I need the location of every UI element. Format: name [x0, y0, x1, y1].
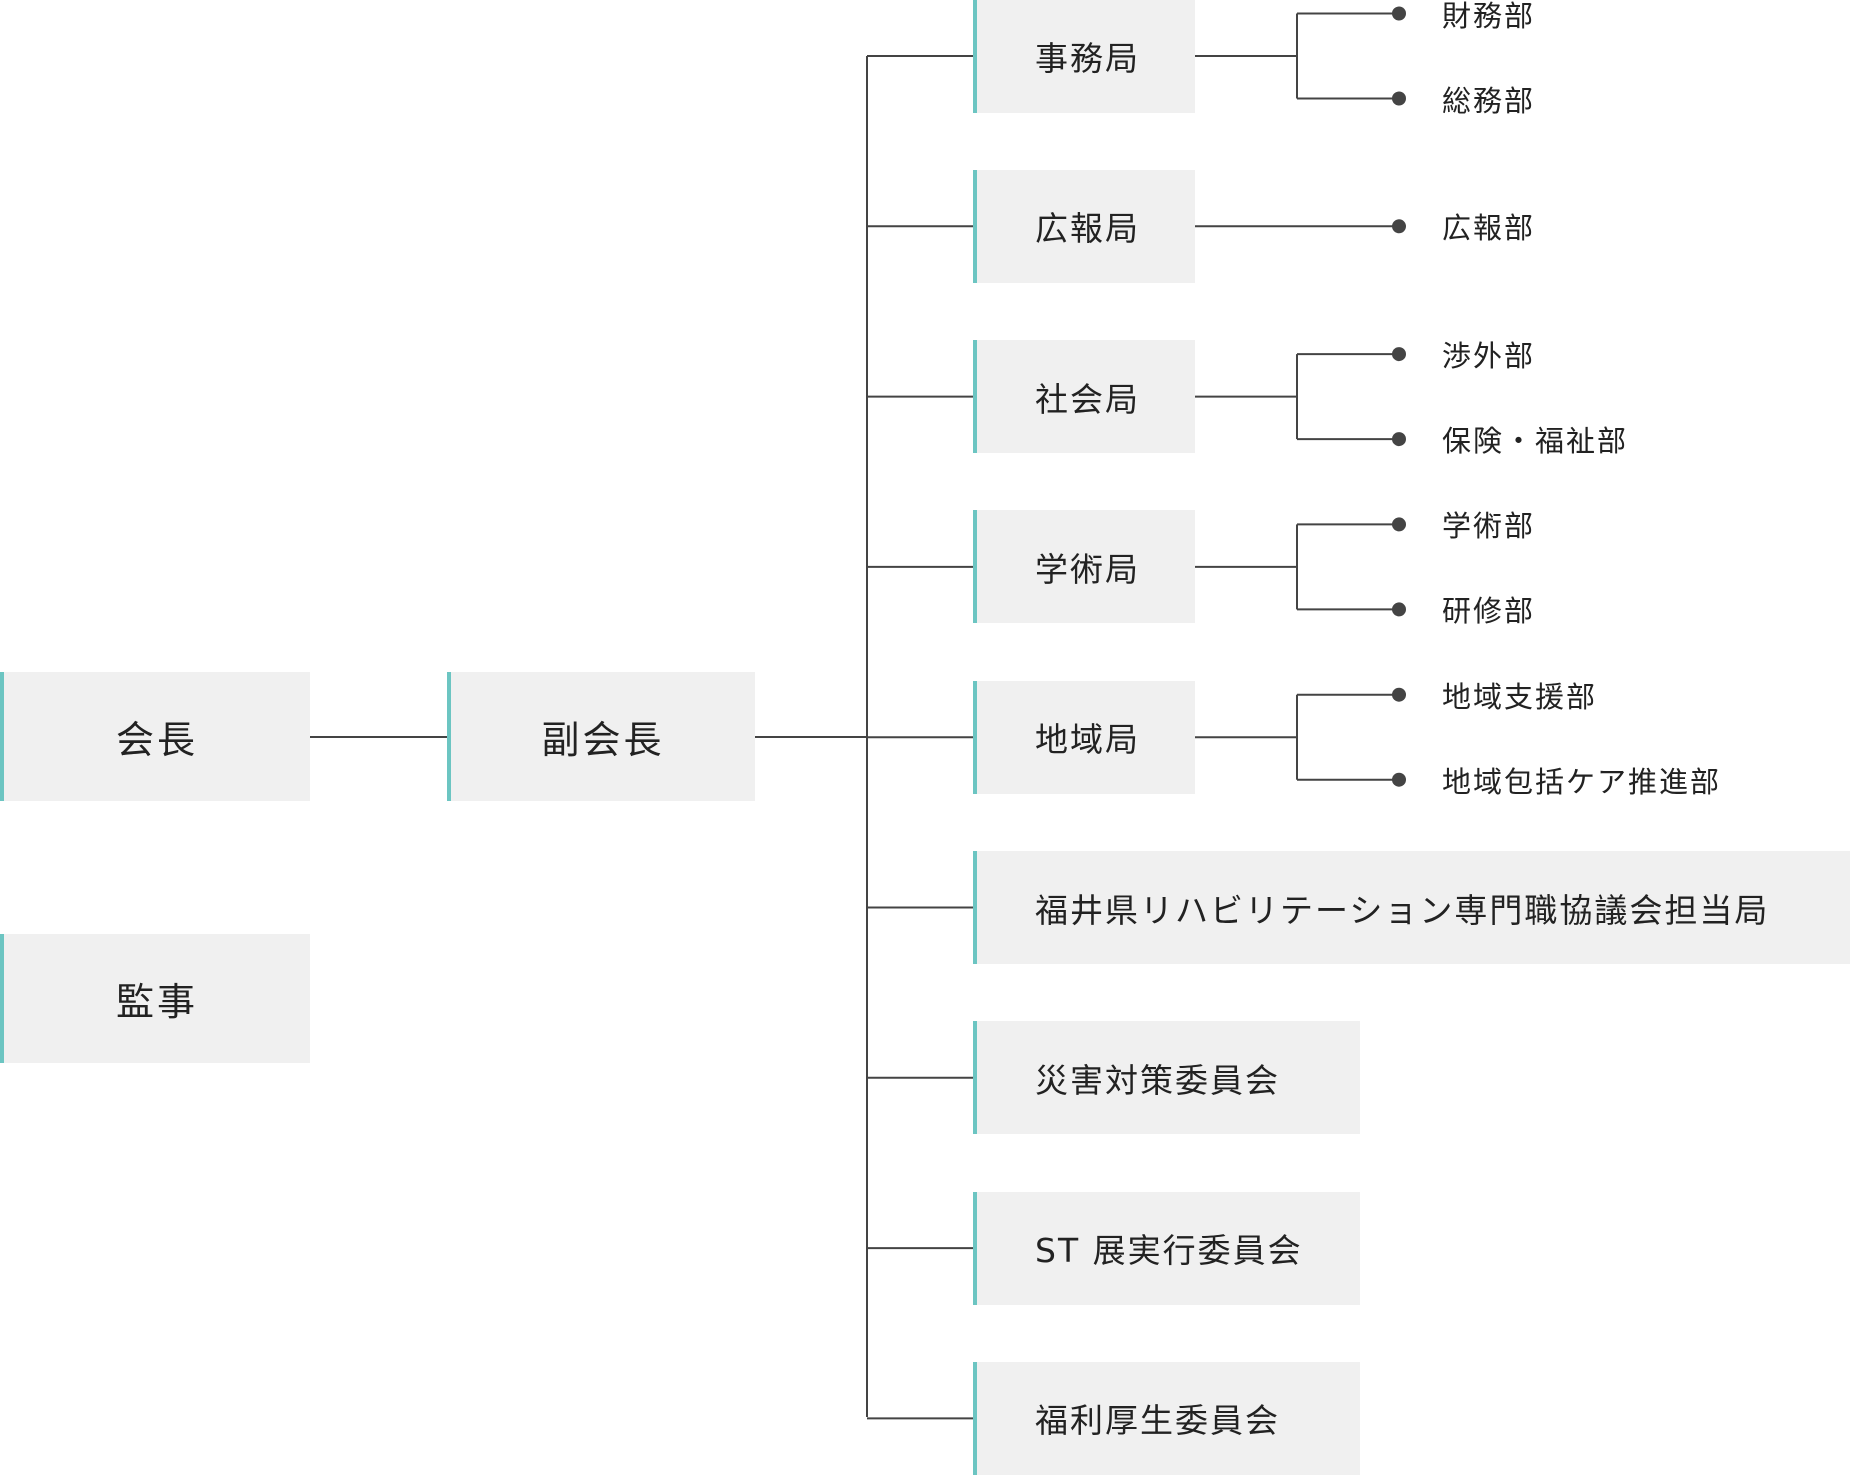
department-label: 事務局 — [1035, 39, 1140, 78]
sub-bullet-dot — [1392, 6, 1406, 21]
sub-department-label: 保険・福祉部 — [1442, 424, 1629, 459]
president-label: 会長 — [115, 718, 198, 762]
sub-bullet-dot — [1392, 602, 1406, 617]
sub-bullet-dot — [1392, 347, 1406, 362]
sub-department-label: 研修部 — [1442, 594, 1536, 629]
department-label: 災害対策委員会 — [1035, 1060, 1280, 1100]
sub-department-label: 渉外部 — [1442, 339, 1536, 374]
department-label: 社会局 — [1035, 379, 1140, 419]
sub-bullet-dot — [1392, 687, 1406, 702]
department-label: ST 展実行委員会 — [1035, 1231, 1303, 1271]
department-label: 学術局 — [1035, 549, 1140, 589]
sub-department-label: 総務部 — [1442, 83, 1536, 118]
department-box: 災害対策委員会 — [973, 1021, 1360, 1135]
department-box: 地域局 — [973, 680, 1195, 794]
department-label: 福井県リハビリテーション専門職協議会担当局 — [1035, 890, 1770, 930]
vice-president-box: 副会長 — [447, 672, 755, 801]
department-box: 学術局 — [973, 510, 1195, 624]
department-box: 事務局 — [973, 0, 1195, 113]
sub-department-label: 地域支援部 — [1442, 679, 1598, 714]
sub-bullet-dot — [1392, 432, 1406, 447]
department-label: 福利厚生委員会 — [1035, 1401, 1280, 1441]
sub-bullet-dot — [1392, 219, 1406, 234]
sub-bullet-dot — [1392, 772, 1406, 787]
department-box: 福井県リハビリテーション専門職協議会担当局 — [973, 851, 1850, 964]
sub-department-label: 財務部 — [1442, 0, 1536, 33]
vice-president-label: 副会長 — [541, 718, 665, 762]
sub-bullet-dot — [1392, 517, 1406, 532]
president-box: 会長 — [0, 672, 310, 801]
sub-department-label: 学術部 — [1442, 509, 1536, 544]
department-box: 社会局 — [973, 340, 1195, 454]
auditor-box: 監事 — [0, 934, 310, 1063]
department-box: 福利厚生委員会 — [973, 1361, 1360, 1475]
department-label: 広報局 — [1035, 209, 1140, 249]
department-label: 地域局 — [1035, 720, 1140, 760]
auditor-label: 監事 — [115, 980, 198, 1024]
sub-department-label: 地域包括ケア推進部 — [1442, 764, 1722, 799]
sub-bullet-dot — [1392, 91, 1406, 106]
sub-department-label: 広報部 — [1442, 211, 1536, 246]
department-box: ST 展実行委員会 — [973, 1191, 1360, 1305]
department-box: 広報局 — [973, 169, 1195, 283]
